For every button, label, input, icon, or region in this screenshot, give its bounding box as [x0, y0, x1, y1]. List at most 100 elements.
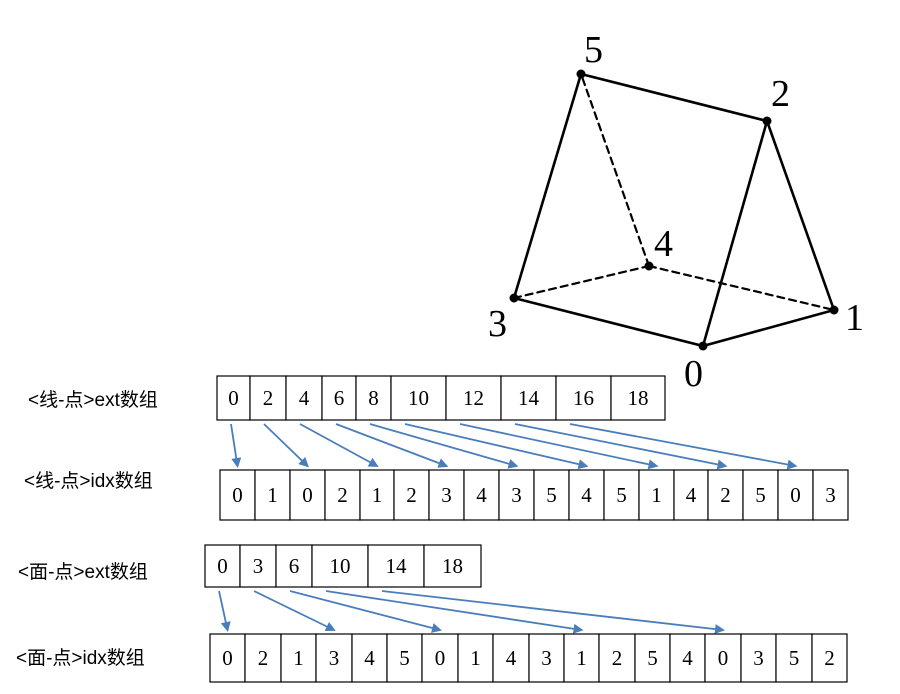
cell-value: 3 [541, 646, 552, 670]
cell-value: 5 [755, 483, 766, 507]
edge-idx-cell: 1 [254, 469, 291, 521]
cell-box [568, 469, 605, 521]
cell-box [428, 469, 465, 521]
cell-value: 4 [476, 483, 487, 507]
edge-ext-cell: 18 [610, 375, 666, 421]
face-idx-label: <面-点>idx数组 [16, 647, 145, 669]
face-idx-cell: 1 [457, 633, 494, 683]
edge-idx-cell: 4 [568, 469, 605, 521]
vertex-2-dot [762, 116, 772, 126]
face-idx-cell: 5 [634, 633, 671, 683]
vertex-5-dot [576, 69, 586, 79]
cell-box [533, 469, 570, 521]
cell-value: 14 [386, 554, 408, 578]
cell-box [244, 633, 282, 683]
prism-edge-0-1 [701, 308, 836, 348]
pointer-arrow [369, 423, 519, 469]
edge-ext-cell: 2 [249, 375, 287, 421]
cell-box [204, 544, 241, 588]
cell-box [610, 375, 666, 421]
cell-box [355, 375, 392, 421]
face-ext-cell: 0 [204, 544, 241, 588]
face-ext-to-idx-arrows [218, 590, 725, 635]
edge-idx-cell: 3 [812, 469, 849, 521]
cell-value: 1 [267, 483, 278, 507]
cell-box [321, 375, 357, 421]
face-ext-cell: 18 [423, 544, 482, 588]
pointer-arrow [569, 423, 798, 470]
face-idx-cell: 2 [244, 633, 282, 683]
edge-ext-cell: 10 [390, 375, 447, 421]
face-idx-cell: 4 [669, 633, 706, 683]
face-idx-cell: 3 [740, 633, 777, 683]
cell-value: 3 [329, 646, 340, 670]
cell-box [209, 633, 246, 683]
pointer-arrow [263, 423, 309, 468]
vertex-0-dot [698, 341, 708, 351]
cell-value: 0 [435, 646, 446, 670]
face-idx-cell: 0 [209, 633, 246, 683]
cell-value: 3 [441, 483, 452, 507]
face-idx-cell: 0 [421, 633, 459, 683]
cell-box [280, 633, 317, 683]
cell-value: 10 [330, 554, 351, 578]
prism-edge-3-4 [512, 264, 651, 300]
face-ext-cell: 3 [239, 544, 277, 588]
pointer-arrow [230, 423, 242, 468]
face-idx-cell: 1 [563, 633, 600, 683]
cell-value: 2 [258, 646, 269, 670]
cell-value: 4 [364, 646, 375, 670]
edge-idx-cell: 2 [707, 469, 744, 521]
prism-edges [512, 72, 836, 348]
face-idx-cell: 3 [528, 633, 565, 683]
edge-ext-cell: 16 [555, 375, 612, 421]
edge-idx-cell: 5 [533, 469, 570, 521]
cell-value: 4 [682, 646, 693, 670]
edge-ext-cell: 12 [445, 375, 502, 421]
cell-value: 0 [222, 646, 233, 670]
cell-box [740, 633, 777, 683]
cell-value: 4 [299, 386, 310, 410]
cell-box [315, 633, 353, 683]
edge-idx-cell: 0 [289, 469, 326, 521]
cell-value: 2 [263, 386, 274, 410]
cell-value: 5 [616, 483, 627, 507]
cell-box [634, 633, 671, 683]
edge-idx-cell: 5 [603, 469, 640, 521]
vertex-2-label: 2 [771, 73, 790, 115]
edge-idx-cell: 1 [359, 469, 395, 521]
cell-box [603, 469, 640, 521]
edge-idx-cell: 2 [324, 469, 361, 521]
cell-value: 0 [232, 483, 243, 507]
vertex-4-label: 4 [654, 223, 673, 265]
prism-edge-1-2 [765, 119, 836, 312]
cell-box [390, 375, 447, 421]
edge-ext-cell: 0 [216, 375, 251, 421]
edge-idx-cell: 0 [777, 469, 814, 521]
edge-ext-cell: 4 [285, 375, 323, 421]
cell-box [239, 544, 277, 588]
edge-ext-to-idx-arrows [230, 423, 798, 470]
edge-ext-cell: 14 [500, 375, 557, 421]
cell-box [669, 633, 706, 683]
face-idx-cell: 0 [704, 633, 742, 683]
face-ext-label: <面-点>ext数组 [18, 561, 148, 583]
cell-box [421, 633, 459, 683]
edge-idx-cell: 3 [428, 469, 465, 521]
face-ext-cell: 6 [275, 544, 313, 588]
cell-value: 10 [408, 386, 429, 410]
vertex-3-label: 3 [488, 303, 507, 345]
cell-value: 1 [293, 646, 304, 670]
vertex-4-dot [644, 261, 654, 271]
cell-value: 16 [573, 386, 594, 410]
edge-ext-label: <线-点>ext数组 [28, 389, 158, 411]
face-idx-cell: 2 [598, 633, 636, 683]
cell-value: 4 [581, 483, 592, 507]
edge-idx-cell: 1 [638, 469, 675, 521]
cell-value: 2 [612, 646, 623, 670]
vertex-1-label: 1 [845, 297, 864, 339]
cell-value: 12 [463, 386, 484, 410]
face-idx-cell: 4 [351, 633, 388, 683]
